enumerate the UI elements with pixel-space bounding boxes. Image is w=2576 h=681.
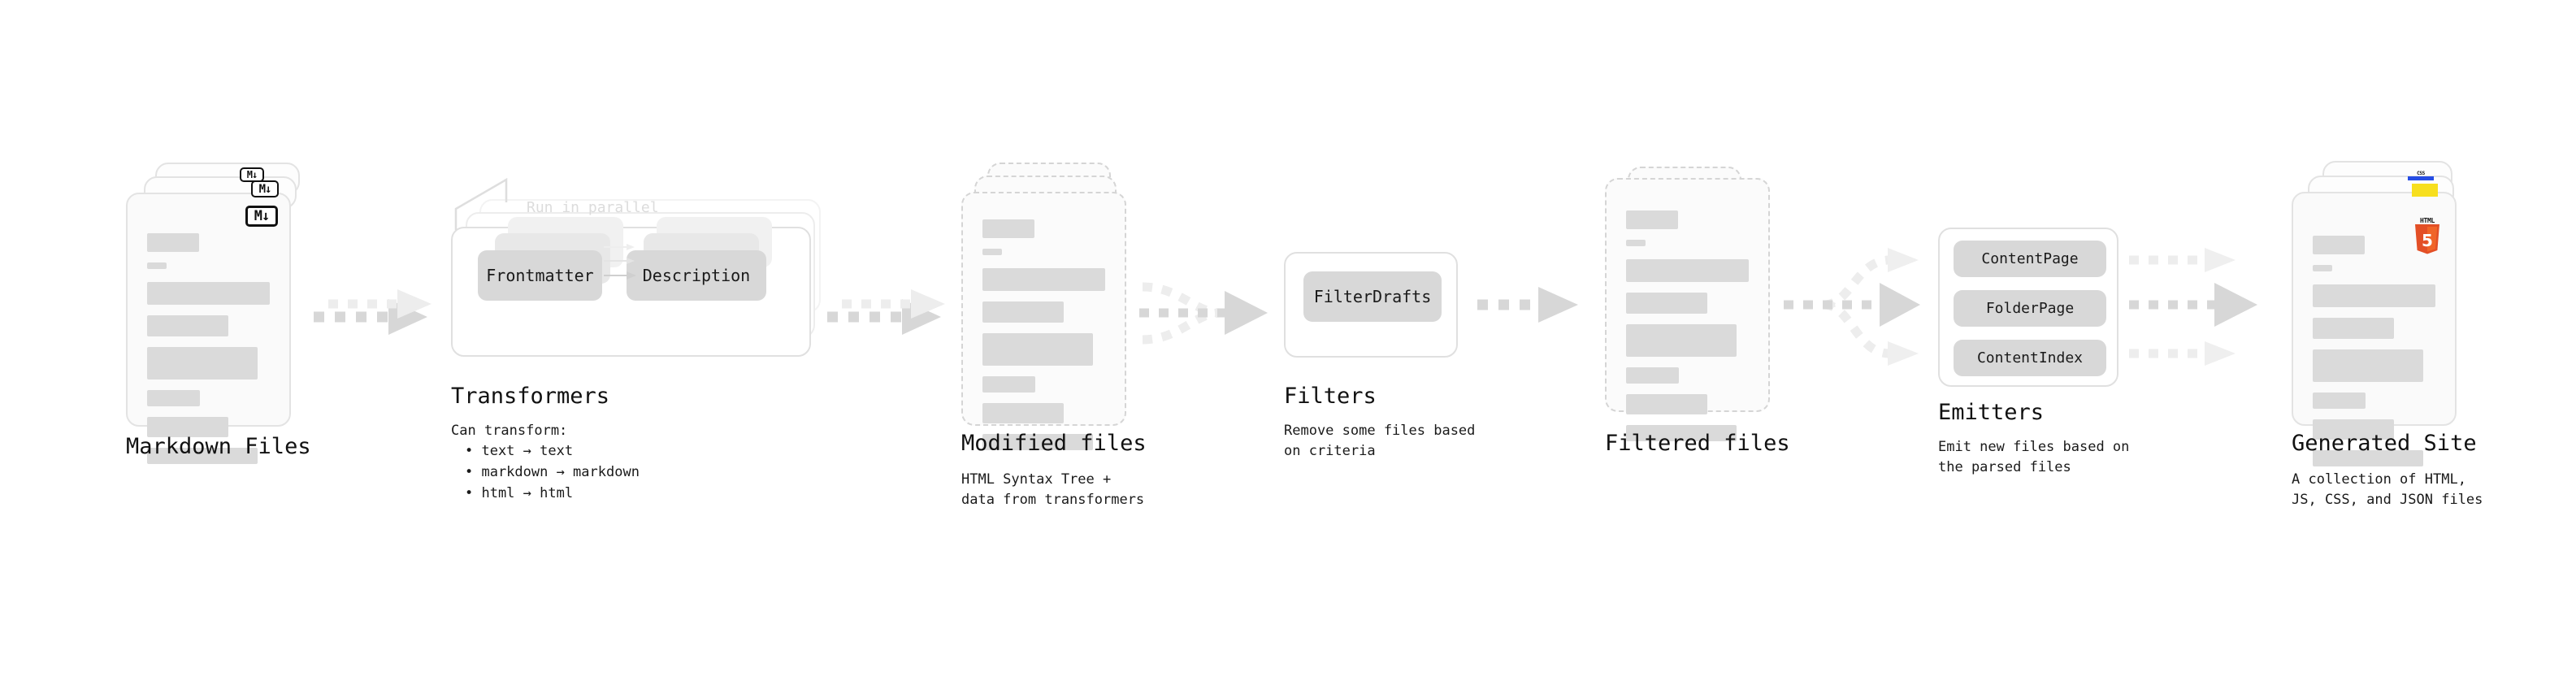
page-title-filters: Filters <box>1284 384 1377 409</box>
page-title-modified: Modified files <box>961 431 1147 456</box>
content-line <box>982 434 1093 450</box>
filters-caption: Remove some files based on criteria <box>1284 423 1476 459</box>
stage-filters: FilterDrafts <box>1284 252 1458 358</box>
pill-description[interactable]: Description <box>627 250 766 301</box>
js-badge <box>2412 184 2438 197</box>
page-title-filtered: Filtered files <box>1605 431 1790 456</box>
connector-emitters-to-site <box>2129 248 2257 366</box>
pill-contentpage[interactable]: ContentPage <box>1954 241 2106 277</box>
file-card-front: M↓ <box>126 193 291 464</box>
content-line <box>147 233 199 252</box>
content-line <box>2313 450 2423 466</box>
file-card-front <box>961 192 1126 450</box>
stage-filtered-files <box>1605 167 1792 441</box>
stage-transformers: Frontmatter Description <box>451 177 833 362</box>
run-in-parallel-label: Run in parallel <box>527 199 659 216</box>
modified-files-caption: HTML Syntax Tree + data from transformer… <box>961 471 1145 508</box>
filters-group-box: FilterDrafts <box>1284 252 1458 358</box>
content-line <box>2313 318 2394 339</box>
file-content-lines <box>147 233 270 475</box>
markdown-badge-back: M↓ <box>240 167 264 182</box>
content-line <box>147 417 228 437</box>
transformers-bullet-1: • markdown → markdown <box>465 464 640 480</box>
content-line <box>2313 265 2332 271</box>
content-line <box>2313 349 2423 382</box>
stage-modified-files <box>961 163 1148 450</box>
content-line <box>147 315 228 336</box>
transformers-caption-head: Can transform: <box>451 423 568 439</box>
content-line <box>2313 236 2365 254</box>
css-badge: CSS <box>2408 171 2434 180</box>
page-title-transformers: Transformers <box>451 384 610 409</box>
transformers-bullet-2: • html → html <box>465 485 574 501</box>
generated-site-caption: A collection of HTML, JS, CSS, and JSON … <box>2292 471 2483 508</box>
content-line <box>982 376 1035 393</box>
connector-modified-to-filters <box>1139 282 1268 345</box>
pill-folderpage[interactable]: FolderPage <box>1954 290 2106 327</box>
run-in-parallel-bracket <box>454 177 508 230</box>
content-line <box>147 448 258 464</box>
emitters-group-box: ContentPage FolderPage ContentIndex <box>1938 228 2118 387</box>
content-line <box>982 333 1093 366</box>
content-line <box>147 390 200 406</box>
content-line <box>1626 367 1679 384</box>
stage-generated-site: CSS HTML 5 <box>2292 161 2487 466</box>
connector-filters-to-filtered <box>1477 287 1578 323</box>
content-line <box>147 347 258 380</box>
content-line <box>982 403 1064 423</box>
content-line <box>1626 324 1737 357</box>
content-line <box>2313 284 2435 307</box>
content-line <box>1626 293 1707 314</box>
content-line <box>147 262 167 269</box>
file-card-front <box>1605 178 1770 441</box>
content-line <box>982 301 1064 323</box>
content-line <box>1626 210 1678 229</box>
file-content-lines <box>2313 236 2435 477</box>
pill-filterdrafts[interactable]: FilterDrafts <box>1303 271 1442 322</box>
content-line <box>982 249 1002 255</box>
content-line <box>1626 259 1749 282</box>
markdown-badge-mid: M↓ <box>251 180 279 197</box>
content-line <box>982 219 1034 238</box>
content-line <box>147 282 270 305</box>
markdown-file-stack: M↓ M↓ M↓ <box>126 163 313 464</box>
markdown-badge: M↓ <box>245 206 278 227</box>
connector-filtered-to-emitters <box>1784 248 1920 366</box>
page-title-emitters: Emitters <box>1938 400 2045 425</box>
svg-text:5: 5 <box>2422 231 2433 250</box>
transformers-bullet-0: • text → text <box>465 443 574 459</box>
pill-contentindex[interactable]: ContentIndex <box>1954 340 2106 376</box>
page-title-markdown: Markdown Files <box>126 434 311 459</box>
inner-arrows <box>604 244 636 280</box>
stage-emitters: ContentPage FolderPage ContentIndex <box>1938 228 2118 387</box>
content-line <box>1626 394 1707 414</box>
pill-frontmatter[interactable]: Frontmatter <box>478 250 602 301</box>
content-line <box>1626 425 1737 441</box>
file-content-lines <box>982 219 1105 461</box>
page-title-generated-site: Generated Site <box>2292 431 2477 456</box>
content-line <box>2313 393 2366 409</box>
content-line <box>2313 419 2394 440</box>
connector-md-to-transformers <box>314 289 432 335</box>
emitters-caption: Emit new files based on the parsed files <box>1938 439 2130 475</box>
html5-badge: HTML 5 <box>2413 217 2441 257</box>
file-content-lines <box>1626 210 1749 452</box>
stage-markdown-files: M↓ M↓ M↓ <box>126 163 313 464</box>
content-line <box>982 268 1105 291</box>
connector-transformers-to-modified <box>827 289 945 335</box>
content-line <box>1626 240 1646 246</box>
